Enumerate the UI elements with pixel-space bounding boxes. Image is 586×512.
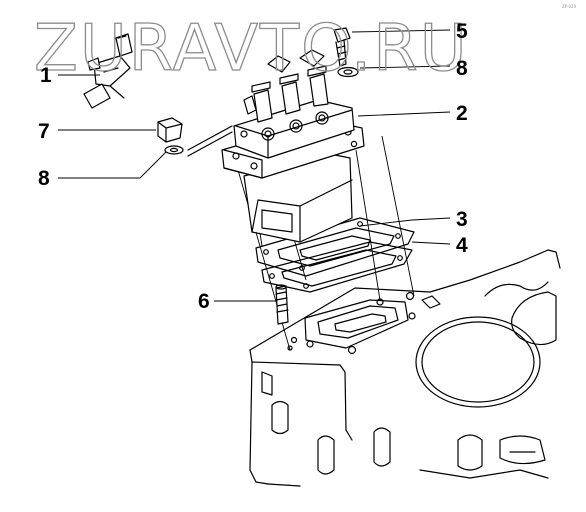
gasket-upper — [255, 217, 415, 277]
injection-pump — [187, 49, 365, 243]
nut — [157, 117, 183, 143]
washer-lower — [164, 145, 184, 155]
callout-7: 7 — [38, 120, 50, 143]
engine-block — [249, 249, 561, 487]
washer-upper — [337, 66, 359, 78]
callout-8-lower: 8 — [38, 167, 50, 190]
callout-4: 4 — [456, 234, 468, 257]
banjo-screw — [333, 27, 351, 67]
watermark-text: ZURAVTO.RU — [34, 12, 469, 86]
corner-mark: ZP-020 — [562, 4, 577, 9]
callout-5: 5 — [456, 20, 468, 43]
callout-8-upper: 8 — [456, 57, 468, 80]
callout-2: 2 — [456, 102, 468, 125]
leader-lines — [58, 29, 451, 302]
stud — [275, 284, 289, 325]
callouts: 1 2 3 4 5 6 7 8 8 — [38, 20, 468, 313]
callout-1: 1 — [40, 64, 52, 87]
injector-pipe-fitting — [83, 33, 133, 109]
callout-6: 6 — [198, 290, 210, 313]
gasket-lower — [261, 241, 413, 293]
callout-3: 3 — [456, 208, 468, 231]
